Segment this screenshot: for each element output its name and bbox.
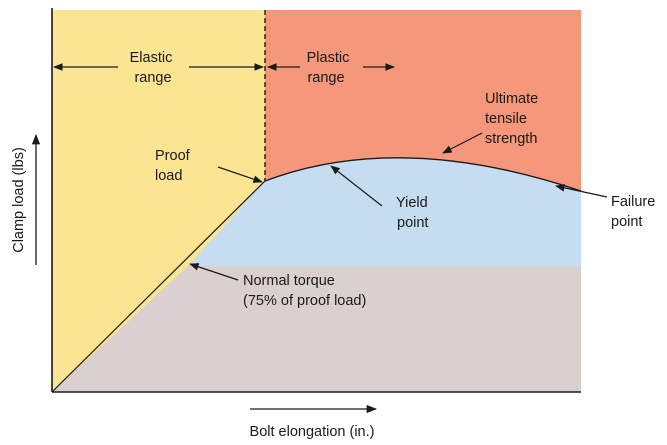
proof-load-pointer — [217, 166, 263, 183]
uts-label: Ultimate tensile strength — [485, 91, 542, 147]
normal-torque-pointer — [189, 263, 239, 281]
proof-load-label: Proof load — [155, 148, 194, 184]
yield-point-label: Yield point — [396, 195, 432, 231]
elastic-line — [51, 180, 266, 393]
yield-region — [188, 157, 581, 266]
failure-point-label: Failure point — [611, 194, 659, 230]
stress-strain-curve — [264, 157, 582, 192]
yield-point-pointer — [330, 165, 383, 207]
uts-pointer — [442, 132, 483, 154]
y-axis-label: Clamp load (lbs) — [11, 147, 27, 253]
x-axis-label: Bolt elongation (in.) — [250, 424, 375, 440]
base-region — [52, 266, 581, 392]
normal-torque-label: Normal torque (75% of proof load) — [243, 273, 366, 309]
failure-point-pointer — [555, 184, 608, 198]
elastic-slope-fill — [188, 181, 265, 266]
plastic-range-label: Plastic range — [307, 50, 354, 86]
elastic-range-label: Elastic range — [130, 50, 177, 86]
